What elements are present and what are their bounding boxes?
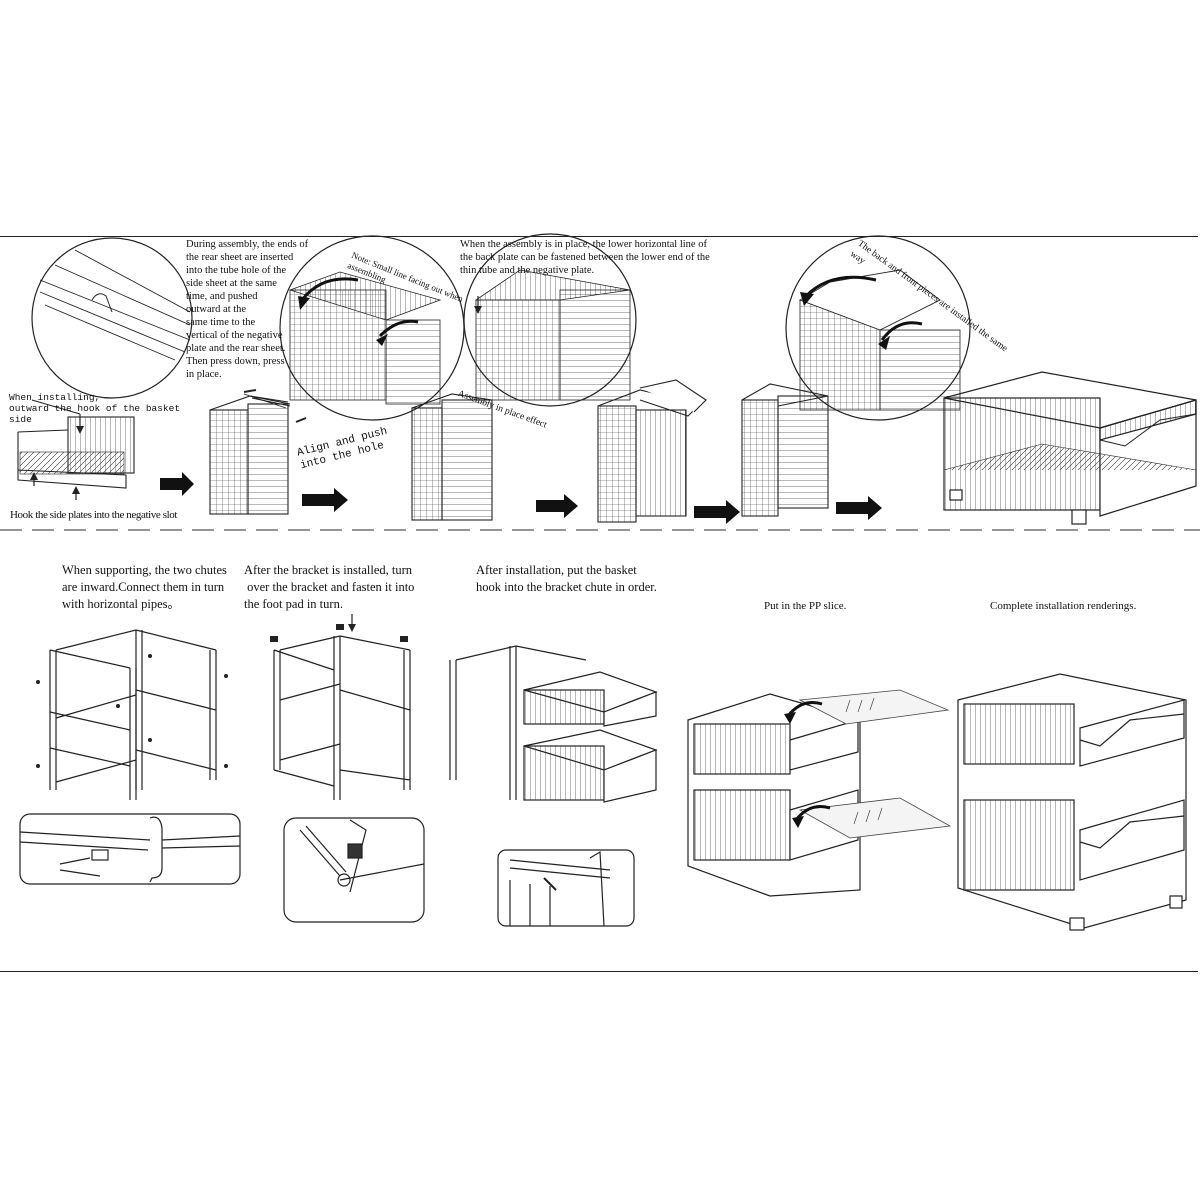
instruction-panel-border	[0, 236, 1198, 972]
step4-basket	[597, 379, 707, 523]
bottom-step5-unit	[957, 673, 1187, 931]
bottom-step4-text: Put in the PP slice.	[764, 600, 847, 612]
pp-slice-sheet	[798, 689, 952, 839]
step3-basket	[411, 393, 493, 521]
bottom-step1-text: When supporting, the two chutes are inwa…	[62, 563, 227, 611]
bottom-step2-inset	[283, 817, 425, 923]
bottom-step3-frame	[449, 645, 658, 803]
step4-zoom-circle	[463, 233, 637, 407]
bottom-step3-text: After installation, put the basket hook …	[476, 563, 657, 594]
bottom-step3-inset	[497, 849, 635, 927]
step1-zoom-circle	[31, 237, 193, 399]
step2-text: During assembly, the ends of the rear sh…	[186, 239, 309, 380]
step1-note: When installing, outward the hook of the…	[9, 392, 181, 425]
bottom-step2-frame	[273, 635, 411, 800]
bottom-step2-text: After the bracket is installed, turn ove…	[244, 563, 415, 611]
bottom-step5-text: Complete installation renderings.	[990, 600, 1137, 612]
bottom-step1-frame	[49, 629, 217, 800]
step-arrow	[160, 472, 882, 524]
step1-caption: Hook the side plates into the negative s…	[10, 509, 178, 521]
step5-zoom-circle	[785, 235, 971, 421]
step4-text: When the assembly is in place, the lower…	[460, 239, 710, 276]
step1-side-plates	[17, 416, 135, 489]
step3-zoom-circle	[279, 235, 465, 421]
bottom-step1-inset	[19, 813, 241, 885]
completed-basket	[943, 371, 1197, 525]
step5-basket	[741, 383, 829, 517]
step2-basket	[209, 393, 291, 515]
bottom-step4-unit	[687, 693, 861, 897]
